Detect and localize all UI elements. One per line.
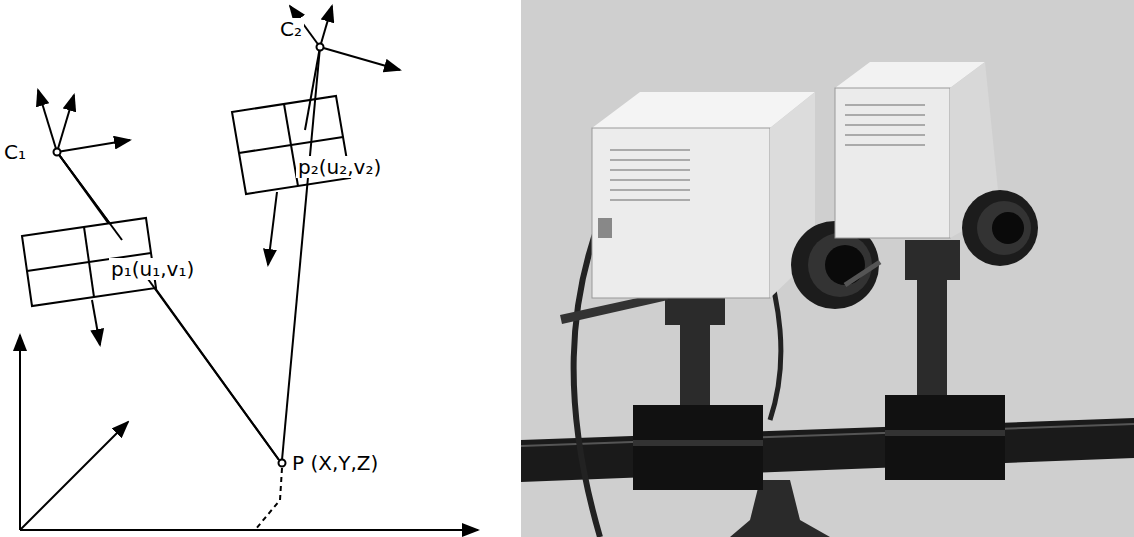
camera-center-label: C₂ <box>278 18 304 40</box>
camera-center-label: C₁ <box>2 141 28 163</box>
image-point-label: p₂(u₂,v₂) <box>296 156 383 178</box>
camera-photo <box>521 0 1134 537</box>
image-point-label: p₁(u₁,v₁) <box>109 258 196 280</box>
geometry-drawing <box>20 6 478 530</box>
world-point-label: P (X,Y,Z) <box>290 452 380 474</box>
